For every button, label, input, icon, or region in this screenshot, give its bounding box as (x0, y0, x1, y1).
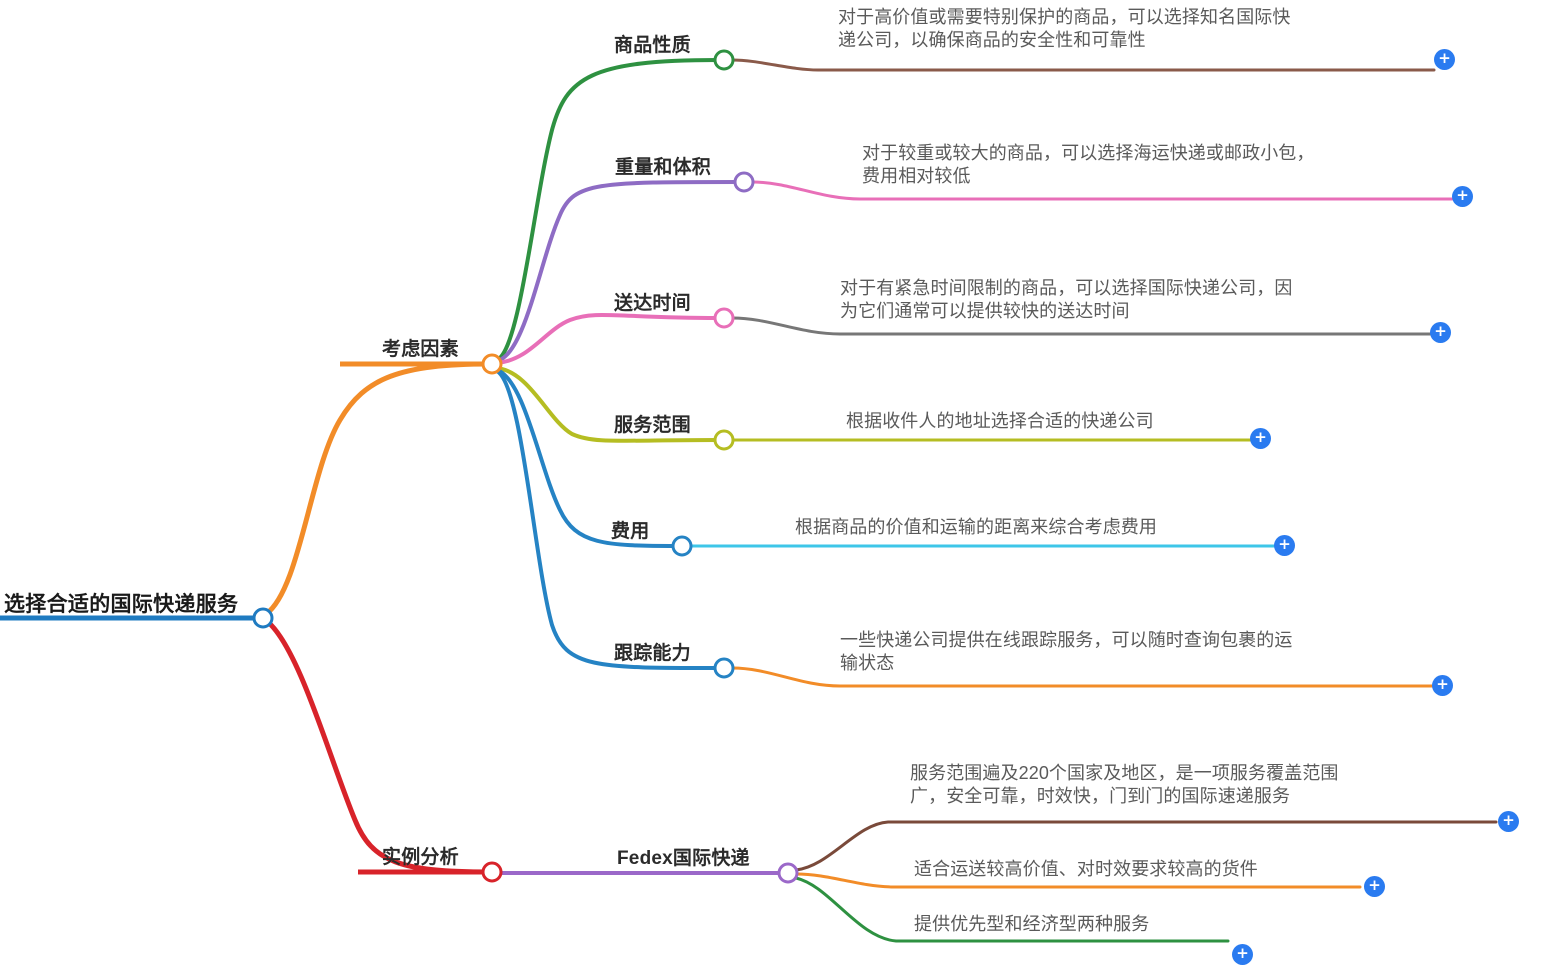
expand-button-weight-volume[interactable]: + (1452, 186, 1473, 207)
plus-icon: + (1236, 944, 1249, 962)
cost-node-dot[interactable] (671, 535, 693, 557)
plus-icon: + (1434, 322, 1447, 340)
leaf-text-fedex-suitability[interactable]: 适合运送较高价值、对时效要求较高的货件 (914, 859, 1258, 879)
expand-button-tracking[interactable]: + (1432, 675, 1453, 696)
edge-root-case-study (265, 619, 493, 875)
node-label-delivery-time[interactable]: 送达时间 (614, 293, 691, 314)
edge-commodity-nature-leaf (730, 58, 1436, 72)
edge-weight-volume-leaf (750, 180, 1454, 201)
edge-considerations-service-scope (495, 366, 720, 443)
edge-delivery-time-leaf (730, 316, 1432, 336)
plus-icon: + (1254, 428, 1267, 446)
leaf-text-service-scope[interactable]: 根据收件人的地址选择合适的快递公司 (846, 411, 1154, 431)
edge-root-considerations (263, 361, 493, 617)
plus-icon: + (1368, 876, 1381, 894)
expand-button-commodity-nature[interactable]: + (1434, 49, 1455, 70)
expand-button-service-scope[interactable]: + (1250, 428, 1271, 449)
leaf-text-commodity-nature[interactable]: 对于高价值或需要特别保护的商品，可以选择知名国际快 递公司，以确保商品的安全性和… (838, 7, 1291, 51)
plus-icon: + (1502, 811, 1515, 829)
commodity-nature-node-dot[interactable] (713, 49, 735, 71)
expand-button-fedex-service-types[interactable]: + (1232, 944, 1253, 965)
leaf-text-fedex-service-types[interactable]: 提供优先型和经济型两种服务 (914, 914, 1150, 934)
plus-icon: + (1278, 535, 1291, 553)
fedex-node-dot[interactable] (777, 862, 799, 884)
edge-fedex-service-types (794, 876, 1230, 943)
plus-icon: + (1436, 675, 1449, 693)
edge-considerations-weight-volume (495, 180, 740, 363)
leaf-text-cost[interactable]: 根据商品的价值和运输的距离来综合考虑费用 (795, 517, 1157, 537)
node-label-weight-volume[interactable]: 重量和体积 (615, 157, 712, 178)
branch-label-considerations[interactable]: 考虑因素 (382, 339, 459, 360)
expand-button-fedex-suitability[interactable]: + (1364, 876, 1385, 897)
leaf-text-tracking[interactable]: 一些快递公司提供在线跟踪服务，可以随时查询包裹的运 输状态 (840, 630, 1293, 674)
edge-considerations-commodity-nature (495, 58, 720, 362)
expand-button-cost[interactable]: + (1274, 535, 1295, 556)
weight-volume-node-dot[interactable] (733, 171, 755, 193)
leaf-text-fedex-coverage[interactable]: 服务范围遍及220个国家及地区，是一项服务覆盖范围 广，安全可靠，时效快，门到门… (910, 763, 1339, 807)
edge-tracking-leaf (730, 666, 1436, 688)
delivery-time-node-dot[interactable] (713, 307, 735, 329)
service-scope-node-dot[interactable] (713, 429, 735, 451)
case-study-node-dot[interactable] (481, 861, 503, 883)
node-label-tracking[interactable]: 跟踪能力 (614, 643, 691, 664)
leaf-text-weight-volume[interactable]: 对于较重或较大的商品，可以选择海运快递或邮政小包， 费用相对较低 (862, 143, 1315, 187)
node-label-service-scope[interactable]: 服务范围 (614, 415, 691, 436)
considerations-node-dot[interactable] (481, 353, 503, 375)
edge-fedex-suitability (794, 872, 1362, 889)
edge-considerations-cost (495, 368, 678, 548)
node-label-commodity-nature[interactable]: 商品性质 (614, 35, 691, 56)
branch-label-case-study[interactable]: 实例分析 (382, 847, 459, 868)
expand-button-delivery-time[interactable]: + (1430, 322, 1451, 343)
node-label-cost[interactable]: 费用 (611, 521, 650, 542)
node-label-fedex[interactable]: Fedex国际快递 (617, 848, 750, 869)
plus-icon: + (1456, 186, 1469, 204)
expand-button-fedex-coverage[interactable]: + (1498, 811, 1519, 832)
edge-fedex-coverage (794, 820, 1498, 872)
edge-considerations-tracking (495, 369, 720, 670)
root-label[interactable]: 选择合适的国际快递服务 (4, 593, 239, 616)
edge-considerations-delivery-time (495, 312, 720, 365)
leaf-text-delivery-time[interactable]: 对于有紧急时间限制的商品，可以选择国际快递公司，因 为它们通常可以提供较快的送达… (840, 278, 1293, 322)
tracking-node-dot[interactable] (713, 657, 735, 679)
root-node-dot[interactable] (252, 607, 274, 629)
plus-icon: + (1438, 49, 1451, 67)
